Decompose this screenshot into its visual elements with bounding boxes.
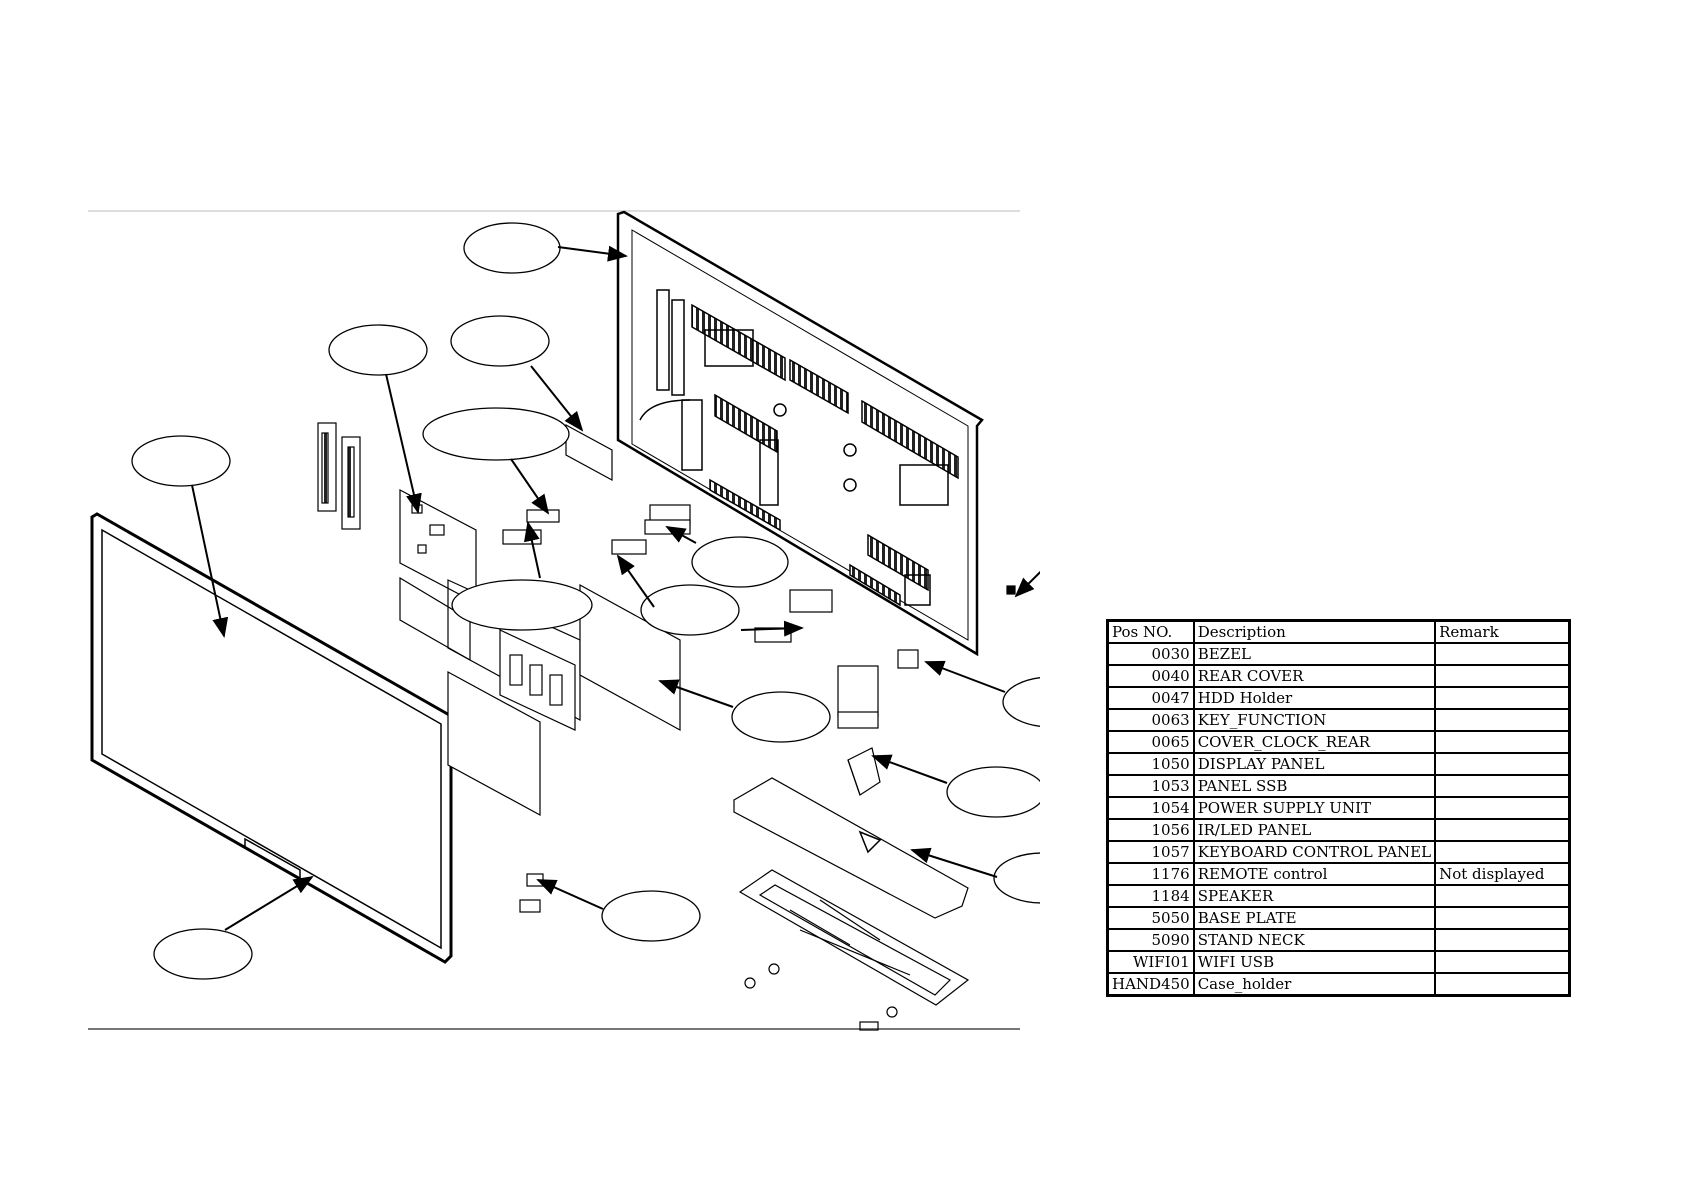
pos-cell: 1053 [1106, 774, 1195, 798]
remark-cell [1434, 906, 1571, 930]
pos-cell: 1050 [1106, 752, 1195, 776]
remark-cell [1434, 840, 1571, 864]
side-brackets [317, 422, 361, 530]
description-cell: HDD Holder [1192, 686, 1437, 710]
balloon-ssb [328, 324, 428, 376]
base-frame-part [738, 869, 970, 1031]
balloon-base-plate [993, 852, 1040, 904]
balloon-stand-neck [946, 766, 1040, 818]
description-cell: BASE PLATE [1192, 906, 1437, 930]
leader-arrows [191, 245, 1040, 931]
balloon-hdd [450, 315, 550, 367]
remark-cell [1434, 730, 1571, 754]
pos-cell: 5090 [1106, 928, 1195, 952]
description-cell: REAR COVER [1192, 664, 1437, 688]
base-plate-part [733, 777, 969, 919]
pos-cell: 0047 [1106, 686, 1195, 710]
remark-cell [1434, 686, 1571, 710]
table-header-row: Pos NO. Description Remark [1106, 619, 1571, 644]
pos-cell: HAND450 [1106, 972, 1195, 997]
hdd-holder-part [565, 423, 613, 482]
description-cell: PANEL SSB [1192, 774, 1437, 798]
balloon-key-function [422, 407, 570, 461]
remark-cell [1434, 664, 1571, 688]
balloon-ir-board [451, 579, 593, 631]
balloon-display-panel [131, 435, 231, 487]
remark-cell [1434, 796, 1571, 820]
remark-cell [1434, 642, 1571, 666]
balloon-keyboard [1002, 677, 1040, 727]
header-description: Description [1192, 619, 1437, 644]
balloon-rear-cover [463, 222, 561, 274]
pos-cell: 0065 [1106, 730, 1195, 754]
stand-neck-part [847, 747, 881, 796]
keyboard-board-part [447, 670, 541, 817]
description-cell: POWER SUPPLY UNIT [1192, 796, 1437, 820]
description-cell: STAND NECK [1192, 928, 1437, 952]
remark-cell [1434, 928, 1571, 952]
description-cell: REMOTE control [1192, 862, 1437, 886]
callout-balloons [131, 222, 1040, 980]
balloon-cover-clock [691, 536, 789, 588]
header-remark: Remark [1434, 619, 1571, 644]
description-cell: Case_holder [1192, 972, 1437, 997]
pos-cell: 5050 [1106, 906, 1195, 930]
exploded-view-diagram [88, 210, 1040, 1031]
balloon-bezel [153, 928, 253, 980]
remark-cell [1434, 972, 1571, 997]
balloon-power-supply [731, 691, 831, 743]
description-cell: DISPLAY PANEL [1192, 752, 1437, 776]
description-cell: KEY_FUNCTION [1192, 708, 1437, 732]
balloon-speaker [640, 584, 740, 636]
pos-cell: WIFI01 [1106, 950, 1195, 974]
description-cell: SPEAKER [1192, 884, 1437, 908]
pos-cell: 1176 [1106, 862, 1195, 886]
pos-cell: 0040 [1106, 664, 1195, 688]
remark-cell [1434, 950, 1571, 974]
description-cell: IR/LED PANEL [1192, 818, 1437, 842]
bezel-part [90, 512, 453, 964]
pos-cell: 1056 [1106, 818, 1195, 842]
description-cell: WIFI USB [1192, 950, 1437, 974]
description-cell: BEZEL [1192, 642, 1437, 666]
header-pos-no: Pos NO. [1106, 619, 1195, 644]
remark-cell [1434, 708, 1571, 732]
pos-cell: 1054 [1106, 796, 1195, 820]
balloon-ir-led [601, 890, 701, 942]
remark-cell [1434, 884, 1571, 908]
pos-cell: 1184 [1106, 884, 1195, 908]
pos-cell: 1057 [1106, 840, 1195, 864]
pos-cell: 0063 [1106, 708, 1195, 732]
description-cell: KEYBOARD CONTROL PANEL [1192, 840, 1437, 864]
remark-cell [1434, 774, 1571, 798]
remark-cell [1434, 818, 1571, 842]
remark-cell: Not displayed [1434, 862, 1571, 886]
rear-cover-part [616, 210, 984, 657]
description-cell: COVER_CLOCK_REAR [1192, 730, 1437, 754]
pos-cell: 0030 [1106, 642, 1195, 666]
remark-cell [1434, 752, 1571, 776]
ir-led-part [519, 873, 544, 913]
